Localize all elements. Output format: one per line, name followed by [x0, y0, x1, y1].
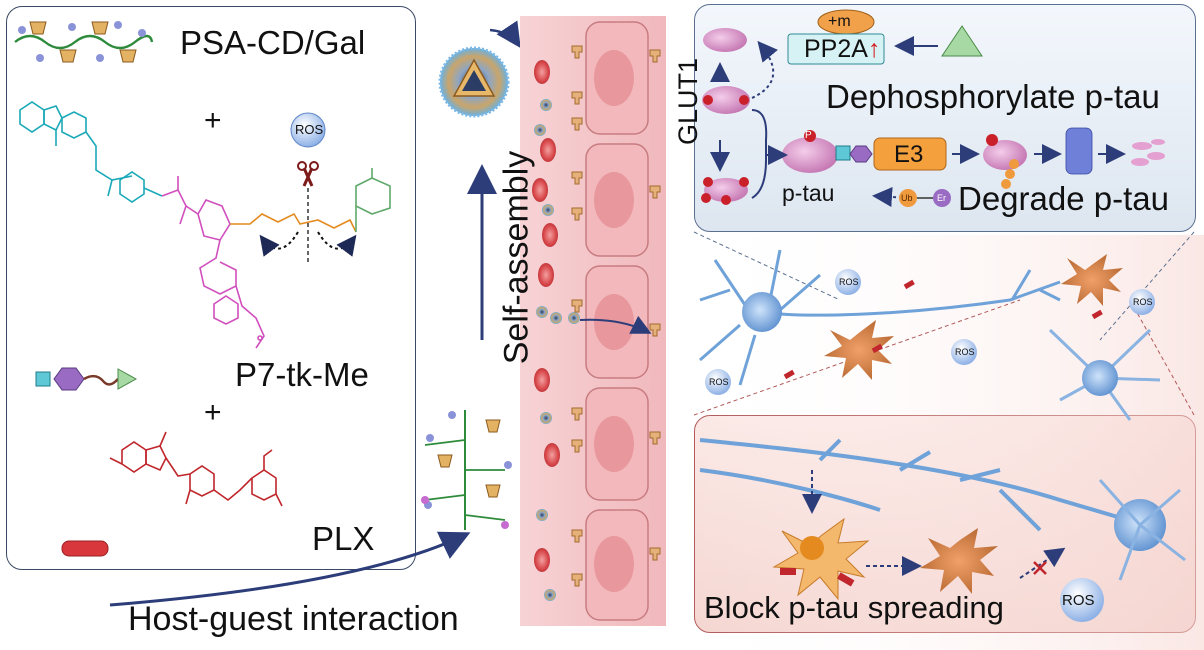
pp2a-label: PP2A↑: [804, 35, 881, 63]
host-guest-label: Host-guest interaction: [128, 600, 459, 638]
spreading-graphics: [699, 438, 1186, 622]
e3-label: E3: [894, 141, 924, 168]
block-spreading-label: Block p-tau spreading: [704, 590, 1004, 625]
microglia: [824, 254, 1123, 380]
ros-label: ROS: [295, 122, 324, 137]
ros-label: ROS: [1062, 592, 1095, 609]
polymer-branch: [421, 410, 512, 530]
red-blood-cells: [532, 60, 560, 572]
plx-structure: [109, 431, 283, 507]
ros-label: ROS: [955, 347, 975, 357]
glut1-label: GLUT1: [673, 57, 704, 146]
plus-sign: +: [204, 396, 222, 429]
ros-label: ROS: [1133, 297, 1153, 307]
plus-sign: +: [204, 104, 222, 137]
degrade-label: Degrade p-tau: [958, 180, 1169, 217]
ub-label: Ub: [901, 193, 913, 203]
blood-vessel: [520, 16, 666, 626]
ros-cleavage-mark: [259, 112, 357, 262]
host-guest-arrow: [109, 531, 471, 607]
e3-ligase-box: [873, 137, 947, 171]
er-label: Er: [937, 193, 946, 203]
left-components-panel: [6, 6, 416, 570]
psa-cd-gal-label: PSA-CD/Gal: [180, 24, 366, 61]
ros-label: ROS: [839, 277, 859, 287]
vessel-nanoparticles: [534, 99, 580, 601]
self-assembly-label: Self-assembly: [497, 150, 536, 365]
ros-label: ROS: [709, 377, 729, 387]
plx-capsule: [61, 540, 109, 557]
psa-cd-gal-polymer: [14, 21, 154, 63]
mechanism-graphics: [701, 9, 1165, 207]
glut1-transporters: [571, 45, 661, 587]
p7-structure: [19, 101, 391, 349]
phospho-mark: P: [805, 130, 812, 141]
pp2a-box: [787, 33, 885, 65]
p7-tk-me-label: P7-tk-Me: [235, 356, 369, 393]
p7-tk-me-schematic: [35, 367, 138, 391]
brain-tissue: [699, 249, 1161, 421]
dephosphorylate-label: Dephosphorylate p-tau: [826, 78, 1160, 115]
plus-m-label: +m: [828, 13, 851, 30]
plx-label: PLX: [312, 520, 375, 557]
p-tau-label: p-tau: [782, 180, 835, 206]
